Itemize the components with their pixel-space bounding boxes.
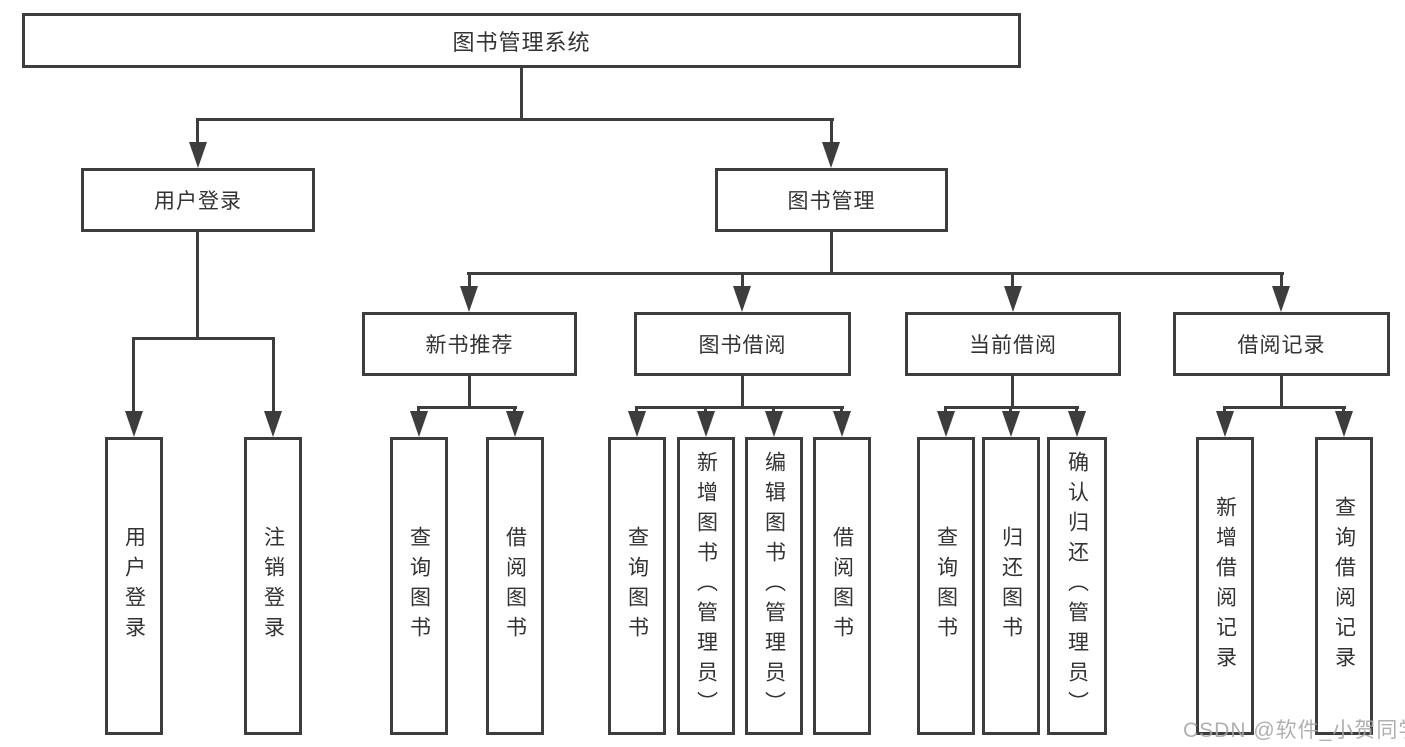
tree-line xyxy=(830,230,833,274)
node-current-borrow: 当前借阅 xyxy=(905,312,1121,376)
arrow-down-icon xyxy=(189,142,207,168)
arrow-down-icon xyxy=(628,411,646,437)
node-borrow-records: 借阅记录 xyxy=(1173,312,1390,376)
tree-line xyxy=(417,406,517,409)
tree-line xyxy=(196,230,199,338)
tree-line xyxy=(1011,374,1014,408)
leaf-query-books: 查询图书 xyxy=(608,437,666,735)
tree-line xyxy=(468,272,471,290)
tree-line xyxy=(1280,374,1283,408)
node-user-login: 用户登录 xyxy=(81,168,315,232)
arrow-down-icon xyxy=(1068,411,1086,437)
leaf-borrow-books: 借阅图书 xyxy=(813,437,871,735)
tree-line xyxy=(520,68,523,120)
leaf-logout: 注销登录 xyxy=(244,437,302,735)
arrow-down-icon xyxy=(506,411,524,437)
tree-line xyxy=(196,118,199,144)
leaf-return-books: 归还图书 xyxy=(982,437,1040,735)
leaf-edit-books-admin: 编辑图书（管理员） xyxy=(745,437,803,735)
arrow-down-icon xyxy=(1002,411,1020,437)
node-book-borrow: 图书借阅 xyxy=(634,312,851,376)
leaf-query-borrow-record: 查询借阅记录 xyxy=(1315,437,1373,735)
tree-line xyxy=(1011,272,1014,290)
leaf-add-borrow-record: 新增借阅记录 xyxy=(1196,437,1254,735)
arrow-down-icon xyxy=(822,142,840,168)
tree-line xyxy=(830,118,833,144)
tree-line xyxy=(1223,406,1346,409)
arrow-down-icon xyxy=(460,286,478,312)
arrow-down-icon xyxy=(765,411,783,437)
leaf-borrow-books: 借阅图书 xyxy=(486,437,544,735)
arrow-down-icon xyxy=(410,411,428,437)
arrow-down-icon xyxy=(733,286,751,312)
tree-line xyxy=(272,337,275,415)
tree-line xyxy=(468,374,471,408)
arrow-down-icon xyxy=(697,411,715,437)
node-new-book-recommend: 新书推荐 xyxy=(362,312,577,376)
leaf-user-login: 用户登录 xyxy=(105,437,163,735)
arrow-down-icon xyxy=(264,411,282,437)
tree-line xyxy=(741,374,744,408)
tree-line xyxy=(196,118,834,121)
leaf-add-books-admin: 新增图书（管理员） xyxy=(677,437,735,735)
arrow-down-icon xyxy=(125,411,143,437)
tree-line xyxy=(132,337,275,340)
node-root: 图书管理系统 xyxy=(22,13,1021,68)
arrow-down-icon xyxy=(1004,286,1022,312)
node-book-management: 图书管理 xyxy=(715,168,948,232)
tree-line xyxy=(635,406,844,409)
csdn-watermark: CSDN @软件_小贺同学 xyxy=(1183,719,1405,742)
arrow-down-icon xyxy=(833,411,851,437)
arrow-down-icon xyxy=(1335,411,1353,437)
arrow-down-icon xyxy=(937,411,955,437)
tree-line xyxy=(1280,272,1283,290)
arrow-down-icon xyxy=(1216,411,1234,437)
arrow-down-icon xyxy=(1272,286,1290,312)
tree-line xyxy=(467,272,1284,275)
leaf-query-books: 查询图书 xyxy=(390,437,448,735)
tree-line xyxy=(741,272,744,290)
leaf-query-books: 查询图书 xyxy=(917,437,975,735)
leaf-confirm-return-admin: 确认归还（管理员） xyxy=(1047,437,1107,735)
tree-line xyxy=(132,337,135,415)
